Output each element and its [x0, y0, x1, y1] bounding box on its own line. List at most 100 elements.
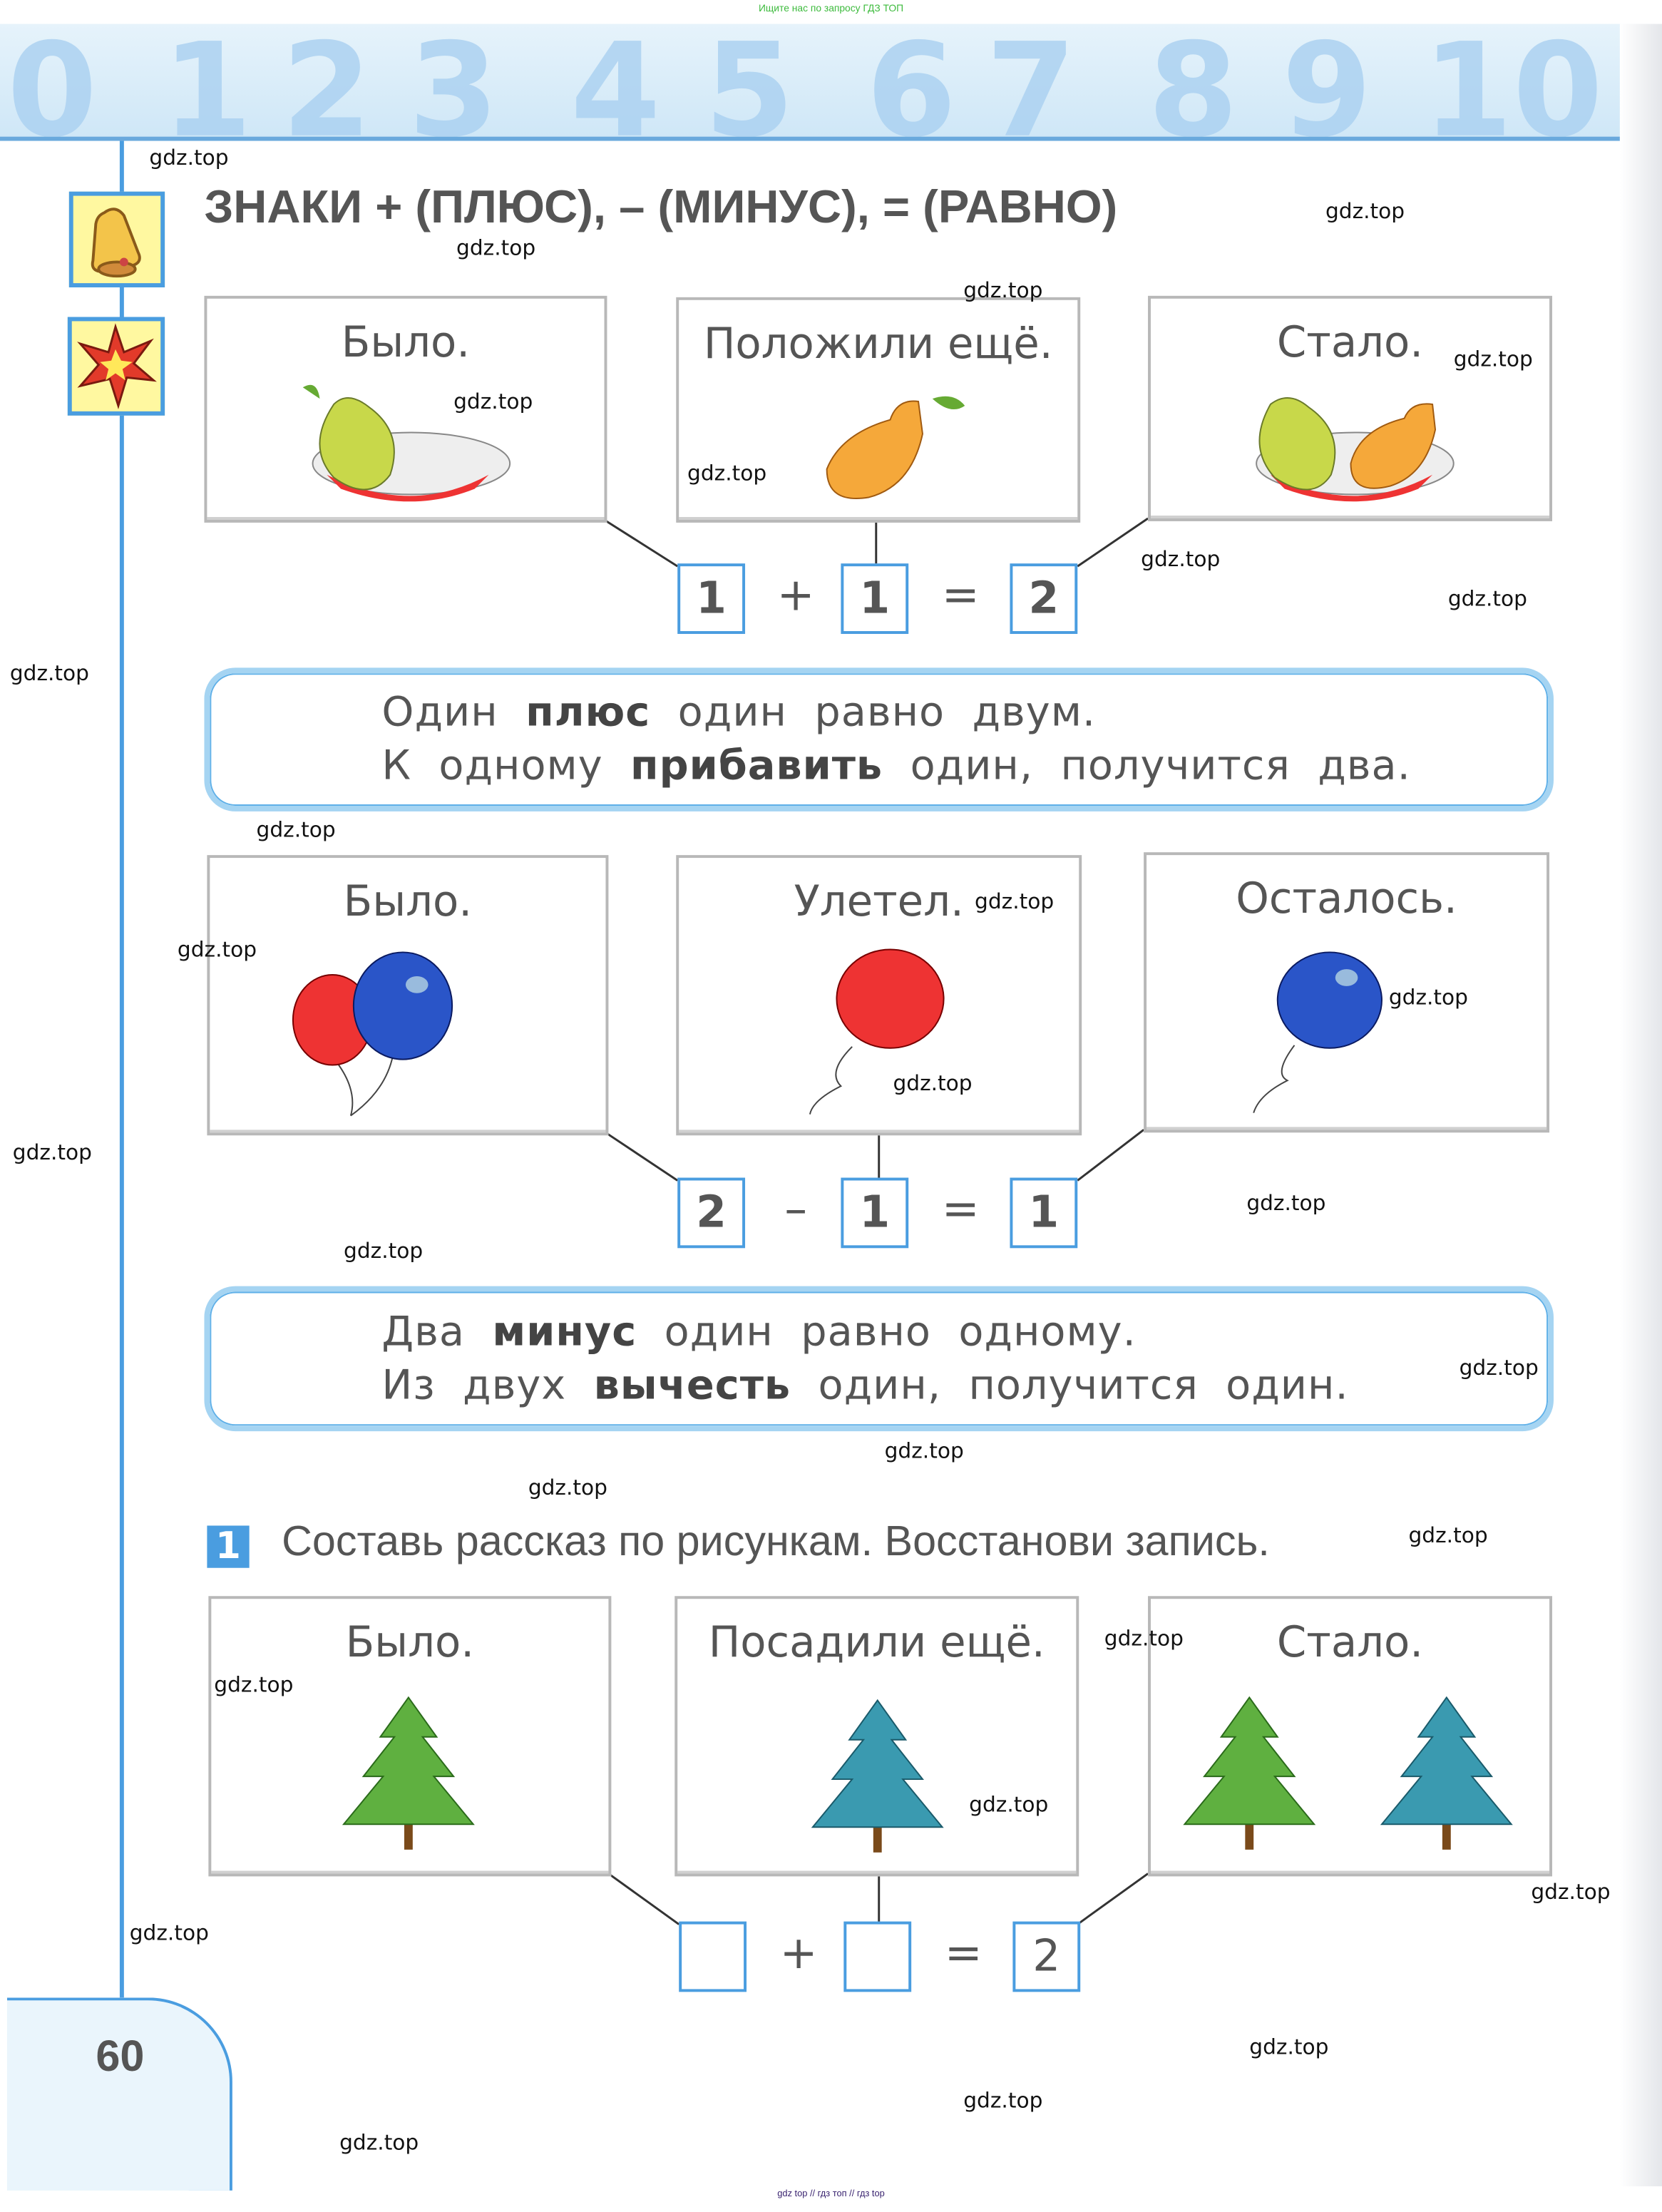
page-fold-shadow — [1619, 24, 1662, 2186]
page-title: ЗНАКИ + (ПЛЮС), – (МИНУС), = (РАВНО) — [204, 180, 1118, 232]
rule-line-1: Один плюс один равно двум. — [381, 687, 1097, 736]
panel-label: Было. — [345, 1618, 475, 1668]
watermark: gdz.top — [9, 660, 89, 687]
panel-label: Осталось. — [1236, 874, 1457, 924]
banner-digit: 2 — [282, 24, 372, 141]
two-pears-in-bowl-image — [1256, 397, 1455, 502]
banner-digit: 10 — [1422, 24, 1604, 141]
panel-became-pears: Стало. — [1148, 295, 1553, 521]
banner-digit: 4 — [570, 24, 661, 141]
watermark: gdz.top — [1408, 1522, 1488, 1549]
watermark: gdz.top — [1459, 1355, 1539, 1381]
bottom-note: gdz top // гдз топ // гдз top — [777, 2188, 885, 2199]
watermark: gdz.top — [1141, 546, 1221, 573]
subtraction-rule-box: Два минус один равно одному. Из двух выч… — [204, 1286, 1554, 1432]
banner-digit: 6 — [866, 24, 957, 141]
two-balloons-image — [292, 951, 453, 1117]
watermark: gdz.top — [1531, 1879, 1611, 1905]
page-number-tab — [6, 1997, 232, 2191]
pear-in-bowl-image — [302, 384, 511, 502]
watermark: gdz.top — [256, 816, 336, 843]
watermark: gdz.top — [528, 1475, 607, 1500]
star-icon — [67, 317, 165, 416]
panel-label: Было. — [341, 318, 471, 368]
equals-sign: = — [944, 1925, 983, 1980]
banner-digit: 8 — [1148, 24, 1238, 141]
minus-sign: – — [784, 1182, 807, 1236]
watermark: gdz.top — [129, 1920, 209, 1946]
panel-label: Улетел. — [794, 877, 964, 927]
watermark: gdz.top — [1249, 2034, 1329, 2060]
banner-digit: 0 — [6, 24, 98, 141]
watermark: gdz.top — [1325, 198, 1405, 225]
panel-label: Стало. — [1276, 318, 1424, 368]
equation-term-2: 1 — [841, 563, 909, 634]
watermark: gdz.top — [1388, 984, 1468, 1010]
banner-digit: 1 — [162, 24, 252, 141]
panel-label: Посадили ещё. — [708, 1618, 1045, 1668]
panel-planted-more: Посадили ещё. — [674, 1596, 1079, 1877]
equals-sign: = — [941, 568, 980, 622]
watermark: gdz.top — [12, 1140, 92, 1165]
answer-input-term-1[interactable] — [679, 1921, 747, 1992]
watermark: gdz.top — [177, 936, 257, 963]
panel-label: Стало. — [1276, 1618, 1424, 1668]
task-instruction: Составь рассказ по рисункам. Восстанови … — [282, 1518, 1270, 1565]
margin-line — [119, 140, 124, 1998]
watermark: gdz.top — [963, 277, 1043, 303]
watermark: gdz.top — [149, 145, 229, 171]
watermark: gdz.top — [975, 889, 1055, 915]
watermark: gdz.top — [969, 1791, 1049, 1818]
blue-balloon-image — [1253, 951, 1383, 1113]
panel-was-pear: Было. — [204, 295, 607, 523]
watermark: gdz.top — [214, 1671, 294, 1698]
panel-remained: Осталось. — [1144, 852, 1550, 1133]
equation-result: 2 — [1012, 1921, 1081, 1992]
banner-digit: 5 — [704, 24, 795, 141]
equation-term-1: 1 — [677, 563, 746, 634]
rule-line-1: Два минус один равно одному. — [381, 1307, 1137, 1356]
equation-result: 1 — [1010, 1177, 1078, 1249]
watermark: gdz.top — [884, 1438, 964, 1464]
panel-was-balloons: Было. — [207, 855, 609, 1136]
panel-label: Положили ещё. — [703, 319, 1053, 369]
blue-tree-image — [811, 1699, 944, 1853]
plus-sign: + — [776, 568, 815, 622]
plus-sign: + — [779, 1925, 818, 1980]
rule-line-2: К одному прибавить один, получится два. — [381, 741, 1411, 789]
panel-became-trees: Стало. — [1148, 1596, 1553, 1877]
answer-input-term-2[interactable] — [843, 1921, 912, 1992]
green-tree-image — [342, 1696, 475, 1850]
banner-digit: 9 — [1281, 24, 1373, 141]
watermark: gdz.top — [456, 235, 536, 261]
two-trees-image — [1183, 1696, 1513, 1850]
banner-digit: 3 — [408, 24, 499, 141]
addition-rule-box: Один плюс один равно двум. К одному приб… — [204, 667, 1554, 811]
equation-term-2: 1 — [841, 1177, 909, 1249]
watermark: gdz.top — [687, 460, 767, 486]
task-number-badge: 1 — [207, 1525, 250, 1568]
panel-was-tree: Было. — [208, 1596, 612, 1877]
watermark: gdz.top — [893, 1070, 973, 1096]
equation-result: 2 — [1010, 563, 1078, 634]
watermark: gdz.top — [963, 2087, 1043, 2114]
watermark: gdz.top — [1246, 1190, 1326, 1216]
watermark: gdz.top — [1453, 346, 1533, 372]
equation-term-1: 2 — [677, 1177, 746, 1249]
panel-added-pear: Положили ещё. — [676, 297, 1081, 523]
watermark: gdz.top — [1447, 585, 1527, 612]
watermark: gdz.top — [1104, 1625, 1184, 1652]
watermark: gdz.top — [339, 2129, 419, 2156]
pear-image — [826, 396, 965, 499]
rule-line-2: Из двух вычесть один, получится один. — [381, 1361, 1349, 1409]
equals-sign: = — [941, 1182, 980, 1236]
red-balloon-image — [809, 948, 945, 1115]
header-banner: 0 1 2 3 4 5 6 7 8 9 10 — [0, 24, 1656, 141]
bell-icon — [68, 191, 165, 288]
top-note: Ищите нас по запросу ГДЗ ТОП — [758, 4, 904, 14]
panel-label: Было. — [343, 877, 473, 927]
banner-digit: 7 — [985, 24, 1077, 141]
watermark: gdz.top — [453, 389, 533, 414]
